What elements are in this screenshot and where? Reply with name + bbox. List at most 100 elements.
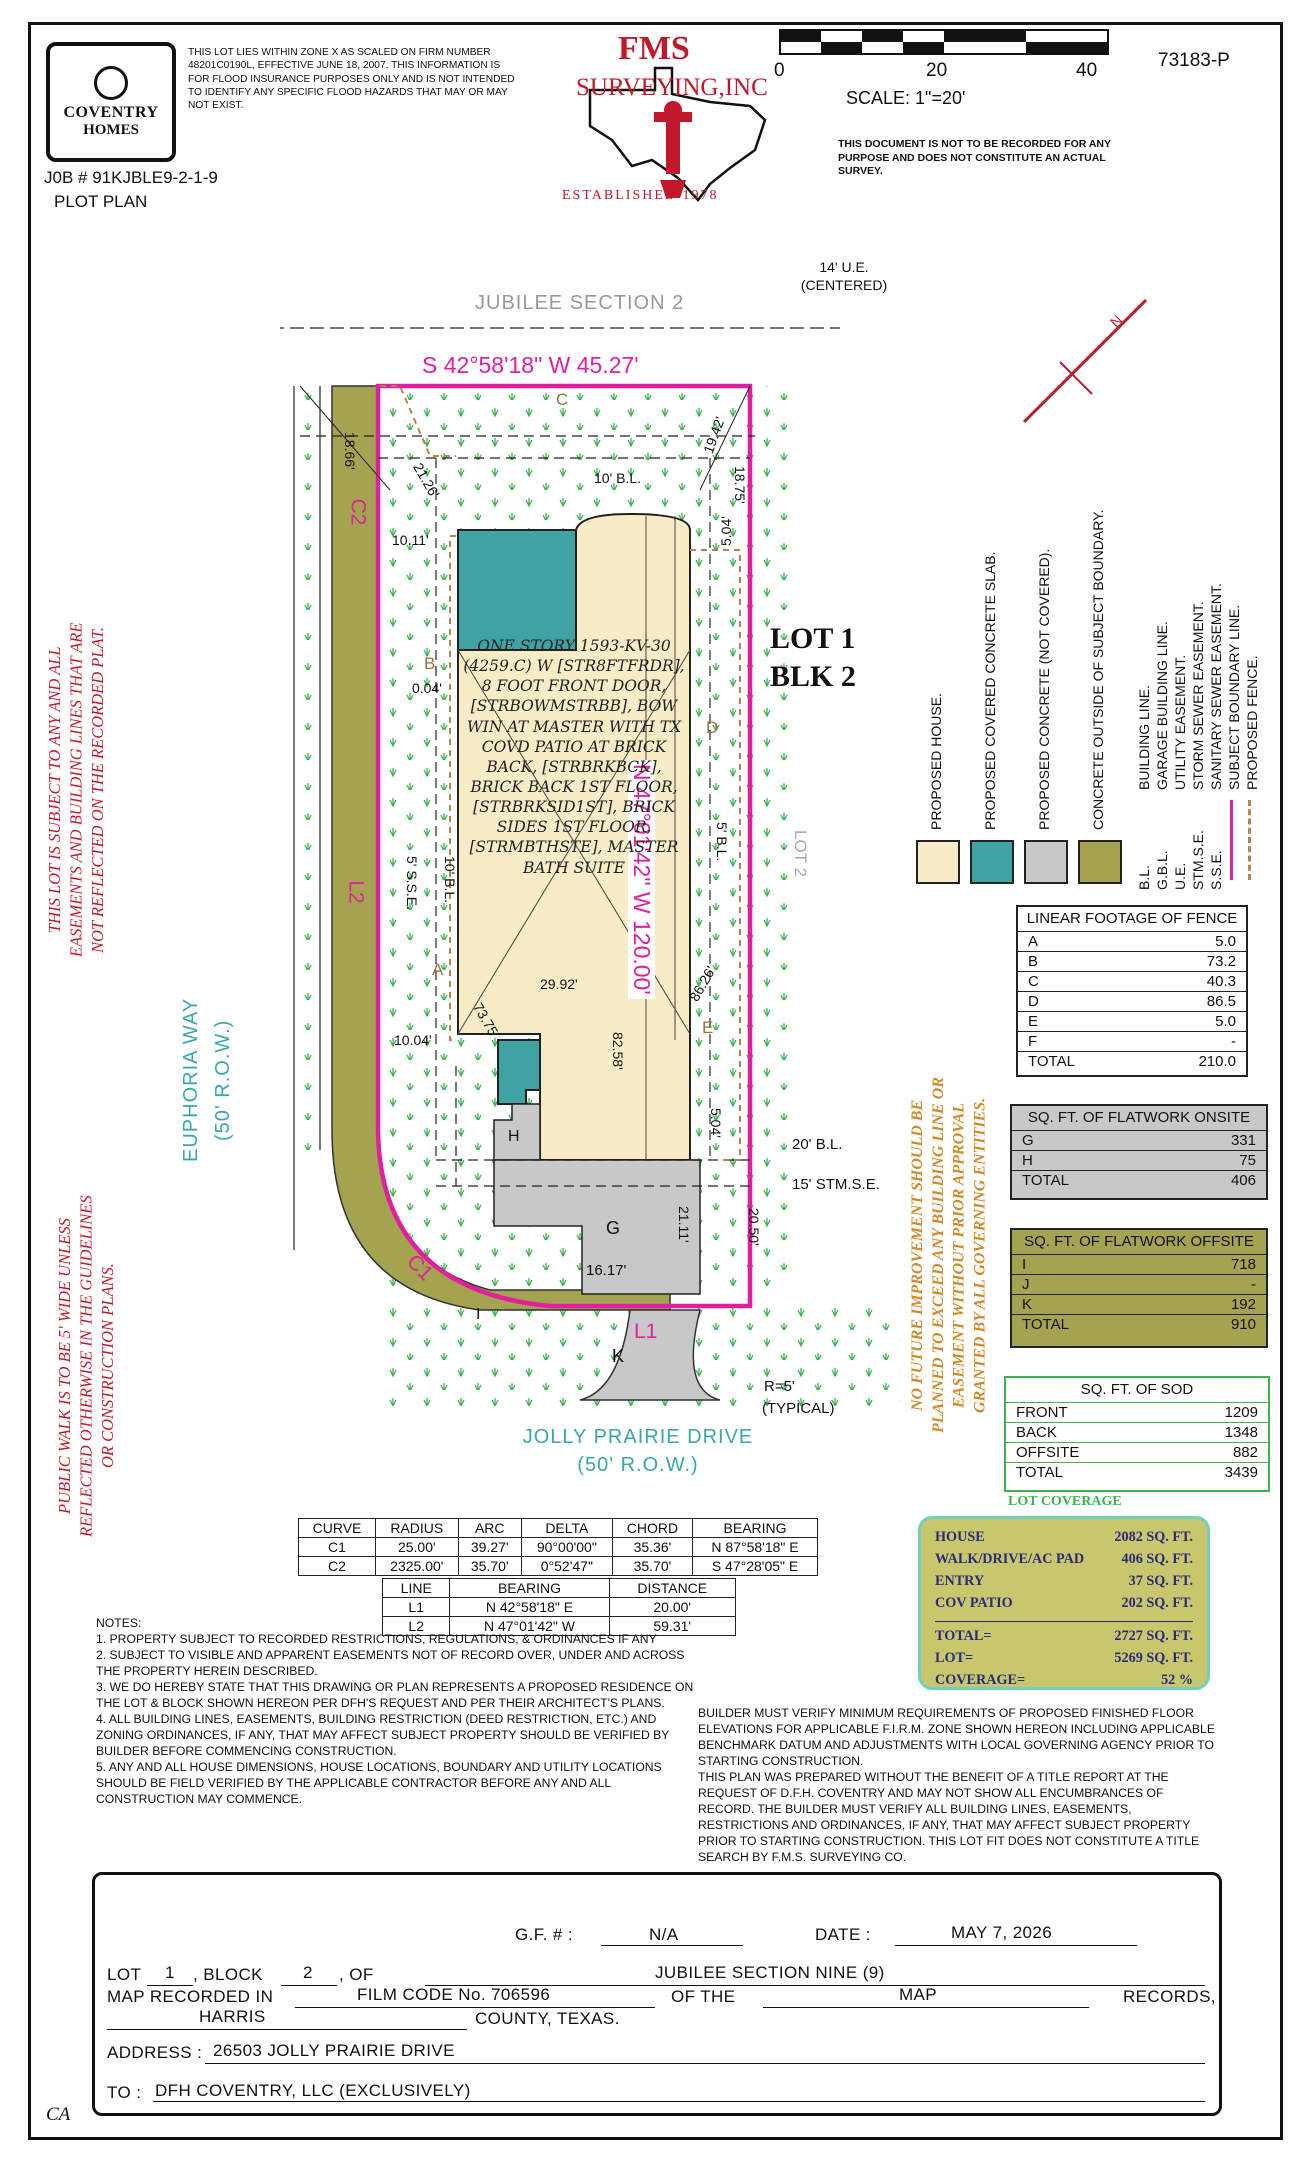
table-row: J- <box>1012 1275 1266 1295</box>
date-label: DATE : <box>815 1925 871 1944</box>
to-label: TO : <box>107 2083 142 2102</box>
dim-18-66: 18.66' <box>342 432 358 470</box>
swatch-covered <box>970 840 1014 884</box>
stm-15: 15' STM.S.E. <box>792 1176 880 1193</box>
dim-18-75: 18.75' <box>732 466 748 504</box>
sod-title: SQ. FT. OF SOD <box>1006 1378 1268 1403</box>
area-g: G <box>606 1218 621 1238</box>
svg-text:N: N <box>1107 312 1125 330</box>
typical-label: (TYPICAL) <box>762 1400 835 1417</box>
of-label: , OF <box>339 1965 374 1984</box>
established: ESTABLISHED 1978 <box>562 188 719 203</box>
of-the-label: OF THE <box>671 1987 736 2006</box>
abbr-gbl: G.B.L. <box>1154 850 1170 890</box>
bl-5: 5' B.L. <box>714 822 730 862</box>
initials: CA <box>46 2104 71 2125</box>
address-label: ADDRESS : <box>107 2043 203 2062</box>
swatch-concrete <box>1024 840 1068 884</box>
county-value: HARRIS <box>199 2007 266 2026</box>
line-bearing-header: BEARING <box>449 1578 610 1598</box>
scale-tick-40: 40 <box>1076 60 1098 81</box>
logo-line2: HOMES <box>83 121 139 138</box>
fence-d: D <box>706 718 719 737</box>
fence-c: C <box>556 390 569 409</box>
fence-b: B <box>424 654 436 673</box>
table-row: LOT=5269 SQ. FT. <box>935 1650 1193 1666</box>
dim-21-11: 21.11' <box>676 1206 692 1243</box>
subject-line-swatch <box>1230 800 1233 880</box>
general-notes: NOTES: 1. PROPERTY SUBJECT TO RECORDED R… <box>96 1616 694 1806</box>
area-k: K <box>612 1346 625 1366</box>
north-arrow-icon: N <box>1022 298 1148 424</box>
lot-value: 1 <box>165 1963 175 1982</box>
swatch-house <box>916 840 960 884</box>
map-value: MAP <box>899 1985 938 2004</box>
euphoria-row: (50' R.O.W.) <box>212 1019 234 1141</box>
dim-5-04-top: 5.04' <box>718 516 734 546</box>
table-row: F- <box>1018 1032 1246 1052</box>
fence-title: LINEAR FOOTAGE OF FENCE <box>1018 907 1246 932</box>
block-field-label: , BLOCK <box>193 1965 263 1984</box>
fence-a: A <box>432 960 444 979</box>
meaning-sse: SANITARY SEWER EASEMENT. <box>1208 583 1224 790</box>
meaning-fence: PROPOSED FENCE. <box>1244 655 1260 790</box>
line-l1: L1 <box>634 1320 658 1343</box>
legend-covered: PROPOSED COVERED CONCRETE SLAB. <box>982 551 998 830</box>
dim-10-11: 10.11' <box>392 532 429 548</box>
flatwork-offsite-title: SQ. FT. OF FLATWORK OFFSITE <box>1012 1230 1266 1255</box>
dim-82-58: 82.58' <box>610 1032 626 1070</box>
delta-header: DELTA <box>520 1518 613 1538</box>
scale-bar <box>779 29 1109 55</box>
flood-note: THIS LOT LIES WITHIN ZONE X AS SCALED ON… <box>188 47 515 111</box>
ue-note: 14' U.E. (CENTERED) <box>800 259 888 294</box>
arc-header: ARC <box>457 1518 522 1538</box>
legend-house: PROPOSED HOUSE. <box>928 693 944 830</box>
lot-label: LOT 1 <box>770 622 856 655</box>
legend-concrete: PROPOSED CONCRETE (NOT COVERED). <box>1036 548 1052 830</box>
surveyor-subtitle: SURVEYING,INC <box>576 74 768 101</box>
subdivision: JUBILEE SECTION NINE (9) <box>655 1963 885 1982</box>
block-label: BLK 2 <box>770 660 856 693</box>
scale-label: SCALE: 1"=20' <box>846 88 966 108</box>
chord-header: CHORD <box>611 1518 694 1538</box>
easement-note: THIS LOT IS SUBJECT TO ANY AND ALL EASEM… <box>45 622 107 958</box>
abbr-stmse: STM.S.E. <box>1190 830 1206 890</box>
meaning-subject: SUBJECT BOUNDARY LINE. <box>1226 604 1242 790</box>
fence-e: E <box>702 1018 714 1037</box>
fence-line-swatch <box>1248 800 1251 880</box>
scale-tick-0: 0 <box>774 60 785 81</box>
house-description: ONE STORY 1593-KV-30 (4259.C) W [STR8FTF… <box>463 637 685 877</box>
job-number: J0B # 91KJBLE9-2-1-9 <box>44 168 218 187</box>
map-recorded-label: MAP RECORDED IN <box>107 1987 274 2006</box>
meaning-ue: UTILITY EASEMENT. <box>1172 654 1188 790</box>
abbr-bl: B.L. <box>1136 865 1152 890</box>
page-frame <box>28 22 1283 2140</box>
future-improvement-note: NO FUTURE IMPROVEMENT SHOULD BE PLANNED … <box>909 1077 989 1433</box>
builder-notes: BUILDER MUST VERIFY MINIMUM REQUIREMENTS… <box>698 1706 1215 1864</box>
area-h: H <box>508 1128 520 1145</box>
jubilee-label: JUBILEE SECTION 2 <box>475 292 685 314</box>
date-value: MAY 7, 2026 <box>951 1923 1053 1942</box>
address-value: 26503 JOLLY PRAIRIE DRIVE <box>213 2041 455 2060</box>
